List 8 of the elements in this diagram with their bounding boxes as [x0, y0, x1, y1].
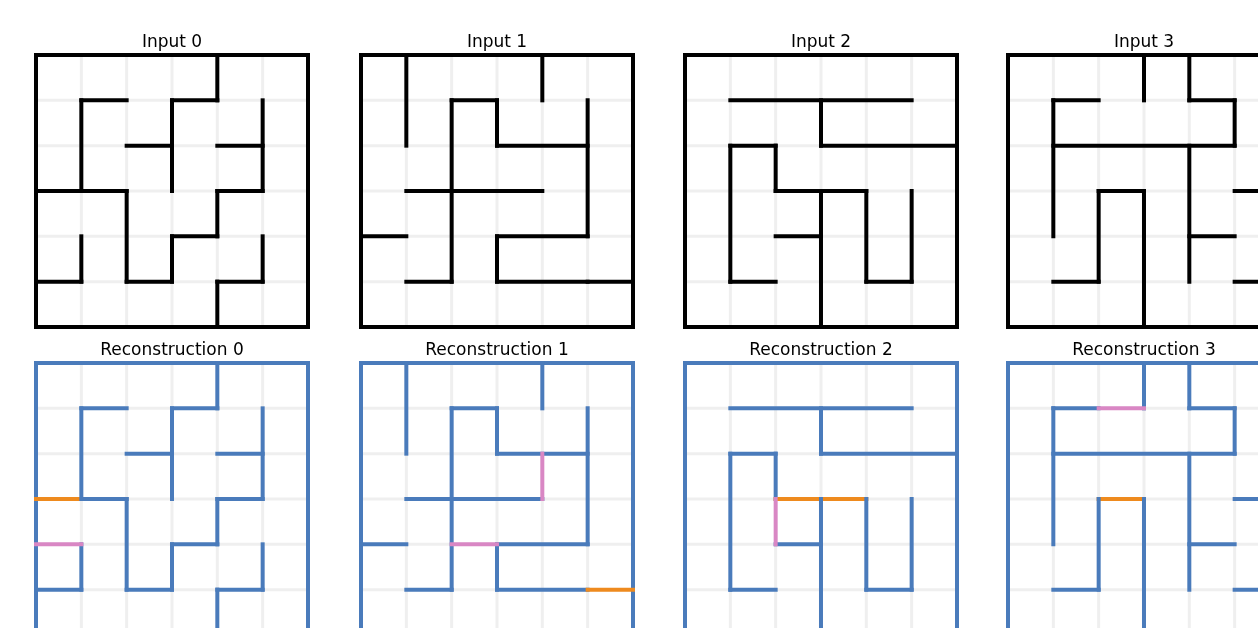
maze-title: Input 2 — [790, 30, 852, 53]
maze-title: Reconstruction 0 — [100, 338, 244, 361]
maze-title: Reconstruction 2 — [749, 338, 893, 361]
maze-title: Reconstruction 3 — [1072, 338, 1216, 361]
maze-title: Input 3 — [1113, 30, 1175, 53]
maze-title: Input 1 — [466, 30, 528, 53]
maze-title: Reconstruction 1 — [425, 338, 569, 361]
maze-title: Input 0 — [141, 30, 203, 53]
